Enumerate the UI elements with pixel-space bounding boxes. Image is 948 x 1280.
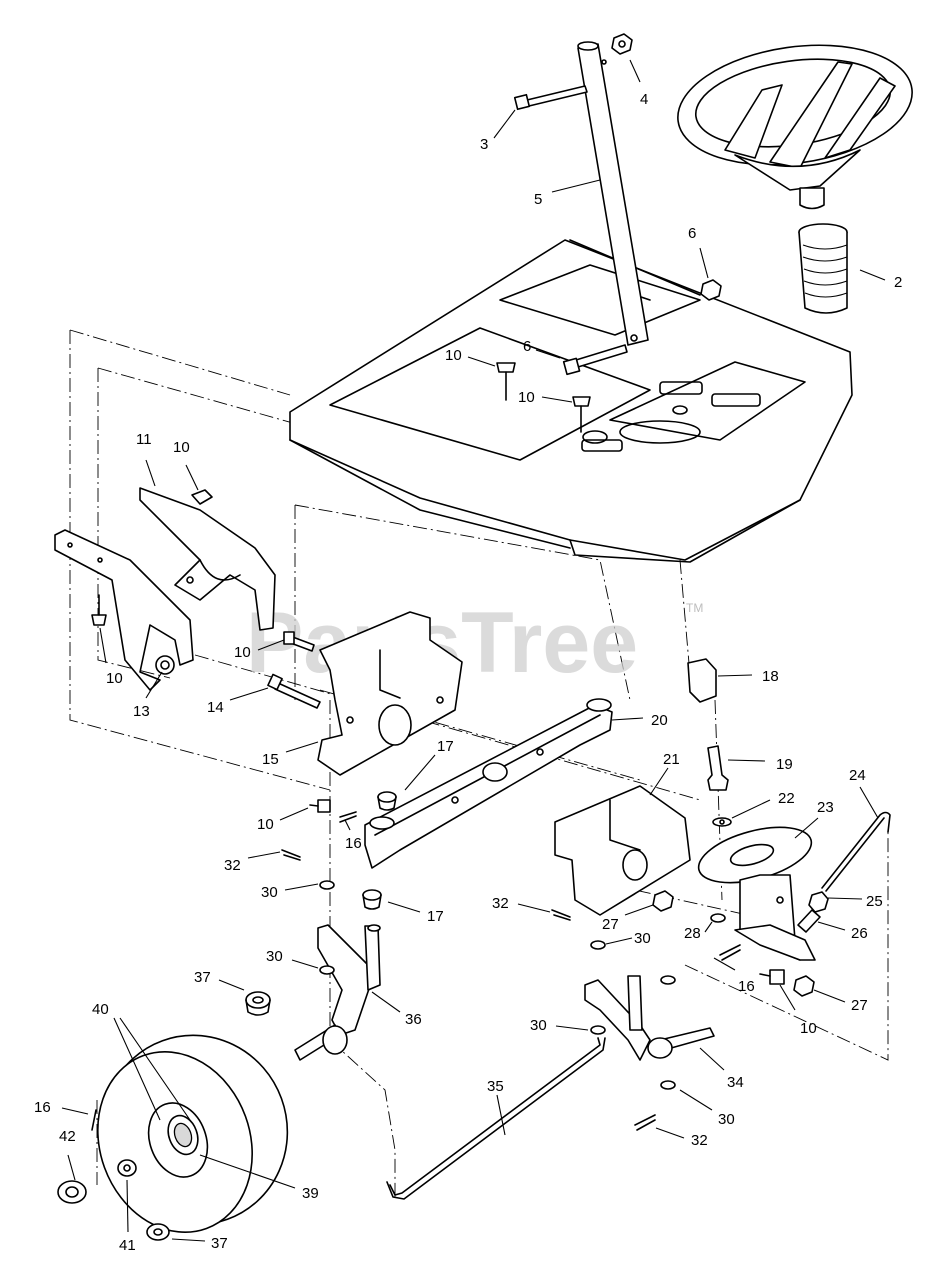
callout-11: 11 [136, 431, 152, 448]
callout-5: 5 [534, 191, 542, 208]
callout-17a: 17 [437, 738, 454, 755]
callout-3: 3 [480, 136, 488, 153]
steering-wheel [677, 44, 913, 210]
bushing-37-upper [245, 991, 271, 1016]
tie-rod [386, 1037, 606, 1200]
bracket-15 [317, 611, 463, 776]
callout-24: 24 [849, 767, 866, 784]
dash-panel [289, 239, 853, 563]
small-hardware [57, 791, 815, 1241]
cotter-pins [91, 811, 741, 1131]
callout-14: 14 [207, 699, 224, 716]
callout-6a: 6 [688, 225, 696, 242]
callouts: 2 3 4 5 6 6 10 10 10 10 10 10 10 11 13 1… [34, 59, 902, 1254]
washer-41 [117, 1159, 137, 1177]
nuts-10-27 [309, 799, 815, 997]
callout-17b: 17 [427, 908, 444, 925]
front-axle [364, 698, 613, 869]
callout-36: 36 [405, 1011, 422, 1028]
callout-10d: 10 [106, 670, 123, 687]
callout-19: 19 [776, 756, 793, 773]
bracket-11 [139, 487, 276, 631]
column-adapter [798, 223, 848, 314]
callout-6b: 6 [523, 338, 531, 355]
callout-10f: 10 [257, 816, 274, 833]
callout-39: 39 [302, 1185, 319, 1202]
callout-26: 26 [851, 925, 868, 942]
callout-16c: 16 [34, 1099, 51, 1116]
callout-22: 22 [778, 790, 795, 807]
callout-4: 4 [640, 91, 648, 108]
callout-15: 15 [262, 751, 279, 768]
callout-28: 28 [684, 925, 701, 942]
bushing-17-a [377, 791, 397, 811]
callout-37a: 37 [194, 969, 211, 986]
bolt-14 [267, 631, 321, 709]
callout-10c: 10 [173, 439, 190, 456]
bushing-42 [57, 1180, 87, 1204]
callout-37b: 37 [211, 1235, 228, 1252]
callout-21: 21 [663, 751, 680, 768]
callout-16b: 16 [738, 978, 755, 995]
hardware-top [496, 33, 722, 433]
bushing-17-b [362, 889, 382, 910]
callout-25: 25 [866, 893, 883, 910]
callout-2: 2 [894, 274, 902, 291]
callout-10g: 10 [800, 1020, 817, 1037]
callout-30b: 30 [266, 948, 283, 965]
callout-27a: 27 [602, 916, 619, 933]
front-wheel [97, 1034, 289, 1233]
callout-35: 35 [487, 1078, 504, 1095]
callout-32b: 32 [492, 895, 509, 912]
callout-30d: 30 [530, 1017, 547, 1034]
callout-20: 20 [651, 712, 668, 729]
callout-41: 41 [119, 1237, 136, 1254]
sector-gear [697, 826, 816, 961]
washers-30 [319, 880, 726, 1090]
callout-10a: 10 [445, 347, 462, 364]
callout-18: 18 [762, 668, 779, 685]
bushing-37-lower [146, 1223, 170, 1241]
callout-13: 13 [133, 703, 150, 720]
callout-32c: 32 [691, 1132, 708, 1149]
callout-32a: 32 [224, 857, 241, 874]
spindle-left [294, 924, 381, 1061]
bracket-21 [554, 785, 691, 916]
callout-30e: 30 [718, 1111, 735, 1128]
spindle-right [584, 975, 715, 1061]
watermark-trademark: TM [686, 601, 703, 615]
callout-16a: 16 [345, 835, 362, 852]
bracket-13 [54, 529, 194, 691]
callout-30c: 30 [634, 930, 651, 947]
steering-shaft [577, 41, 649, 346]
callout-30a: 30 [261, 884, 278, 901]
callout-10b: 10 [518, 389, 535, 406]
callout-34: 34 [727, 1074, 744, 1091]
callout-23: 23 [817, 799, 834, 816]
watermark: PartsTree TM [246, 595, 703, 691]
callout-40: 40 [92, 1001, 109, 1018]
pinion-parts [687, 658, 732, 827]
callout-27b: 27 [851, 997, 868, 1014]
callout-42: 42 [59, 1128, 76, 1145]
drag-link [797, 811, 891, 933]
callout-10e: 10 [234, 644, 251, 661]
